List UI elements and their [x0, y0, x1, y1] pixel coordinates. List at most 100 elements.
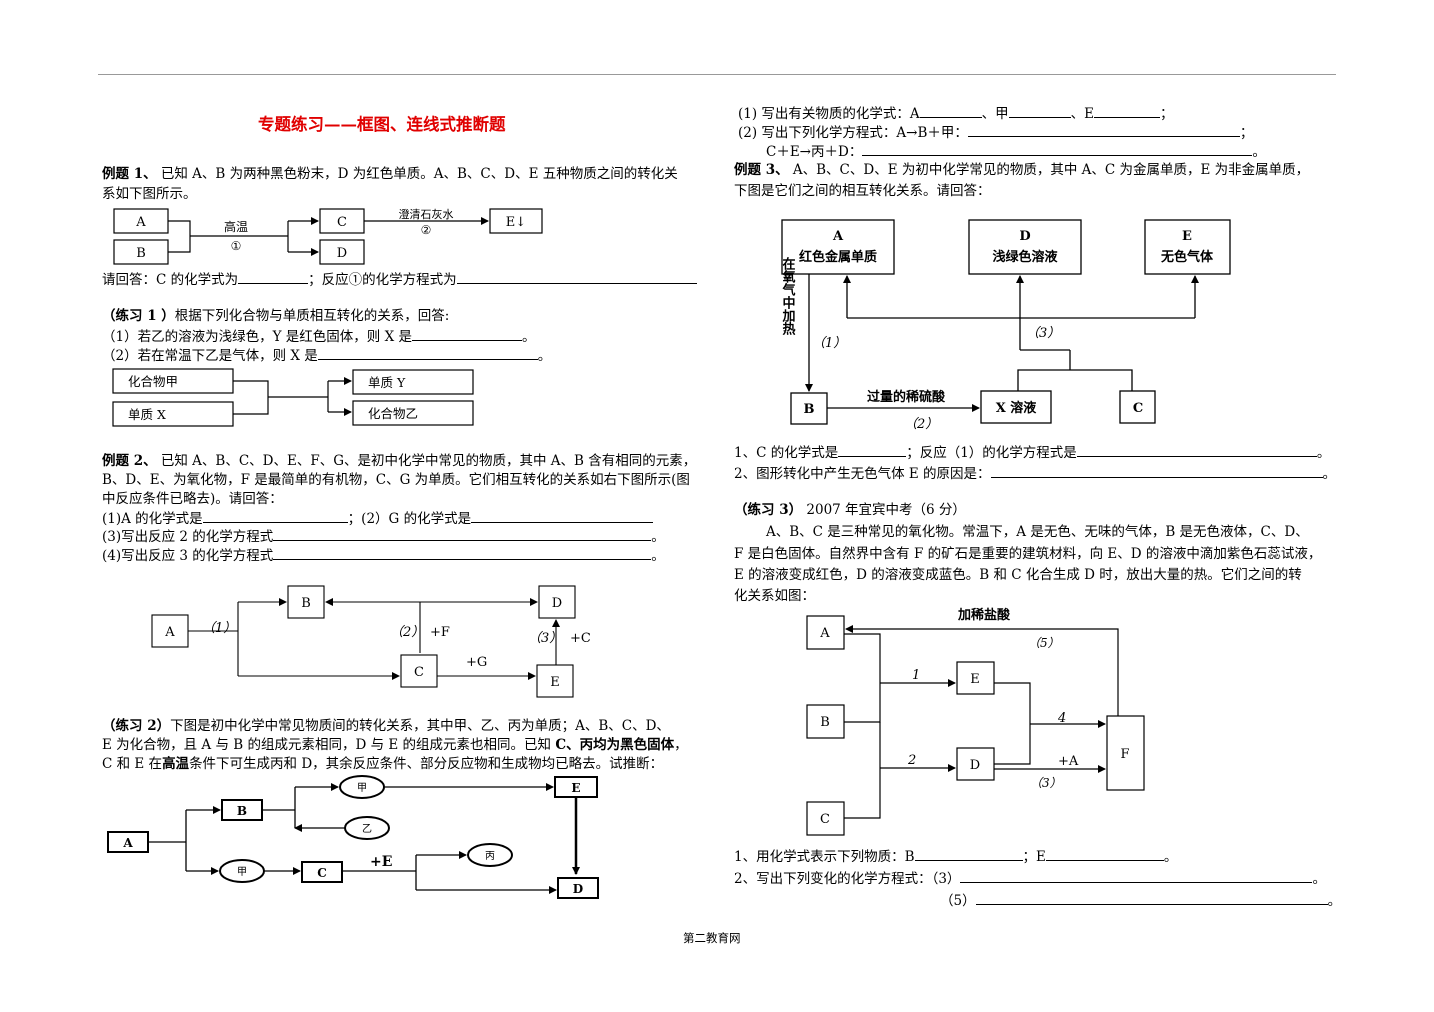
answer-blank[interactable]: [1008, 104, 1071, 118]
prac3-label-1: 1: [912, 668, 920, 683]
answer-blank[interactable]: [202, 509, 348, 523]
rt-q2-text: (2) 写出下列化学方程式：A→B＋甲：: [738, 125, 968, 141]
prac2-l2a: E 为化合物，且 A 与 B 的组成元素相同，D 与 E 的组成元素也相同。已知: [102, 737, 556, 753]
ex3-head: 例题 3、: [734, 162, 789, 178]
ex1-text1: 已知 A、B 为两种黑色粉末，D 为红色单质。A、B、C、D、E 五种物质之间的…: [156, 166, 678, 182]
answer-blank[interactable]: [862, 142, 1253, 156]
ex1-line2: 系如下图所示。: [102, 186, 197, 202]
ex2-diagram: A B D C E （1） （2） +F （3） +C +G: [151, 585, 591, 698]
prac2-diagram: A B C E D 甲 乙 甲 丙 +E: [107, 775, 599, 899]
prac3-line3: E 的溶液变成红色，D 的溶液变成蓝色。B 和 C 化合生成 D 时，放出大量的…: [734, 567, 1302, 583]
answer-blank[interactable]: [238, 270, 309, 284]
ex3-l1: A、B、C、D、E 为初中化学常见的物质，其中 A、C 为金属单质，E 为非金属…: [788, 162, 1310, 178]
answer-blank[interactable]: [471, 509, 654, 523]
ex3-line1: 例题 3、 A、B、C、D、E 为初中化学常见的物质，其中 A、C 为金属单质，…: [734, 161, 1309, 179]
prac3-label-r5: （5）: [1028, 636, 1060, 650]
rt-q3: C＋E→丙＋D：。: [766, 142, 1266, 161]
prac1-q2-text: （2）若在常温下乙是气体，则 X 是: [102, 348, 318, 364]
ex2-head: 例题 2、: [102, 453, 157, 469]
prac1-box-y: 单质 Y: [368, 375, 406, 390]
answer-blank[interactable]: [412, 327, 522, 341]
ex2-q3-end: 。: [651, 529, 665, 545]
answer-blank[interactable]: [990, 464, 1323, 478]
prac3-q2-text: 2、写出下列变化的化学方程式：（3）: [734, 871, 961, 887]
ex1-box-c: C: [337, 215, 347, 230]
answer-blank[interactable]: [273, 546, 652, 560]
prac3-label-r3: （3）: [1030, 776, 1062, 790]
ex1-box-a: A: [135, 215, 146, 230]
ex1-box-e: E↓: [506, 215, 526, 230]
ex3-label-heat: 在氧气中加热: [780, 256, 797, 336]
ex2-q1-text: (1)A 的化学式是: [102, 511, 203, 527]
prac3-q2-end: 。: [1312, 871, 1326, 887]
ex2-line2: B、D、E、为氧化物，F 是最简单的有机物，C、G 为单质。它们相互转化的关系如…: [102, 472, 690, 488]
prac3-diagram: A B C E D F 加稀盐酸 （5） 1 2 4 +A （3）: [806, 607, 1145, 836]
ex1-cond-num1: ①: [231, 239, 242, 253]
prac2-box-a: A: [122, 836, 133, 850]
prac1-q1-end: 。: [522, 329, 536, 345]
prac2-node-jia-top: 甲: [357, 783, 367, 794]
ex3-box-a: A: [832, 229, 844, 244]
ex3-q2-text: 2、图形转化中产生无色气体 E 的原因是：: [734, 466, 991, 482]
ex2-l1: 已知 A、B、C、D、E、F、G、是初中化学中常见的物质，其中 A、B 含有相同…: [156, 453, 697, 469]
ex3-q1-end: 。: [1316, 445, 1331, 461]
ex3-label-acid: 过量的稀硫酸: [867, 389, 946, 405]
prac3-q3-end: 。: [1327, 893, 1342, 909]
answer-blank[interactable]: [919, 104, 982, 118]
answer-blank[interactable]: [1094, 104, 1161, 118]
ex1-line1: 例题 1、 已知 A、B 为两种黑色粉末，D 为红色单质。A、B、C、D、E 五…: [102, 165, 678, 183]
answer-blank[interactable]: [960, 869, 1313, 883]
prac3-q1-end: 。: [1163, 849, 1178, 865]
prac3-q1-text: 1、用化学式表示下列物质：B: [734, 849, 915, 865]
ex1-q-a: 请回答：C 的化学式为: [102, 272, 239, 288]
answer-blank[interactable]: [1045, 847, 1164, 861]
prac3-label-acid: 加稀盐酸: [957, 607, 1011, 623]
ex3-line2: 下图是它们之间的相互转化关系。请回答：: [734, 183, 991, 199]
prac1-head: （练习 1 ）: [102, 308, 175, 324]
ex2-label-r2: （2）: [390, 624, 424, 640]
ex3-box-e: E: [1182, 229, 1192, 244]
prac3-box-a: A: [819, 626, 830, 641]
prac3-box-e: E: [970, 672, 980, 687]
answer-blank[interactable]: [975, 891, 1328, 905]
prac2-node-yi: 乙: [362, 823, 372, 835]
ex1-q-b: ；反应①的化学方程式为: [308, 272, 457, 288]
answer-blank[interactable]: [456, 270, 697, 284]
ex1-diagram: A B C D E↓ 高温 ① 澄清石灰水 ②: [113, 207, 543, 265]
ex1-cond-num2: ②: [421, 223, 432, 237]
prac3-q1: 1、用化学式表示下列物质：B；E。: [734, 847, 1177, 866]
answer-blank[interactable]: [914, 847, 1023, 861]
answer-blank[interactable]: [273, 527, 652, 541]
rt-q1-jia: 、甲: [981, 106, 1009, 122]
answer-blank[interactable]: [317, 346, 538, 360]
prac1-box-jia: 化合物甲: [128, 374, 178, 389]
page-title: 专题练习——框图、连线式推断题: [258, 115, 506, 134]
ex1-cond-high-temp: 高温: [224, 219, 248, 234]
prac2-box-d: D: [573, 882, 583, 896]
ex3-box-b: B: [804, 402, 815, 417]
ex2-q12: (1)A 的化学式是；(2）G 的化学式是: [102, 509, 654, 528]
prac3-source: 2007 年宜宾中考（6 分）: [802, 502, 966, 518]
prac2-l3c: 条件下可生成丙和 D，其余反应条件、部分反应物和生成物均已略去。试推断：: [189, 756, 664, 772]
prac2-line3: C 和 E 在高温条件下可生成丙和 D，其余反应条件、部分反应物和生成物均已略去…: [102, 755, 663, 773]
answer-blank[interactable]: [838, 443, 907, 457]
rt-q2-end: ；: [1239, 125, 1254, 141]
prac3-line1: A、B、C 是三种常见的氧化物。常温下，A 是无色、无味的气体，B 是无色液体，…: [766, 524, 1309, 540]
ex1-cond-limewater: 澄清石灰水: [399, 207, 454, 221]
prac1-q2: （2）若在常温下乙是气体，则 X 是。: [102, 346, 551, 365]
ex2-label-f: +F: [430, 625, 450, 640]
prac2-line2: E 为化合物，且 A 与 B 的组成元素相同，D 与 E 的组成元素也相同。已知…: [102, 736, 688, 754]
prac1-q1-text: （1）若乙的溶液为浅绿色，Y 是红色固体，则 X 是: [102, 329, 412, 345]
answer-blank[interactable]: [967, 123, 1240, 137]
prac2-box-b: B: [237, 804, 247, 818]
prac2-node-jia: 甲: [237, 867, 247, 878]
answer-blank[interactable]: [1076, 443, 1317, 457]
prac3-q3: （5）。: [940, 891, 1341, 910]
ex2-q4-end: 。: [651, 548, 665, 564]
ex3-q1: 1、C 的化学式是；反应（1）的化学方程式是。: [734, 443, 1330, 462]
prac2-line1: （练习 2）下图是初中化学中常见物质间的转化关系，其中甲、乙、丙为单质；A、B、…: [102, 717, 670, 735]
prac2-l1: 下图是初中化学中常见物质间的转化关系，其中甲、乙、丙为单质；A、B、C、D、: [170, 718, 670, 734]
ex3-q1-eq: ；反应（1）的化学方程式是: [906, 445, 1077, 461]
prac1-diagram: 化合物甲 单质 X 单质 Y 化合物乙: [112, 368, 474, 427]
ex3-box-a-sub: 红色金属单质: [799, 249, 877, 265]
